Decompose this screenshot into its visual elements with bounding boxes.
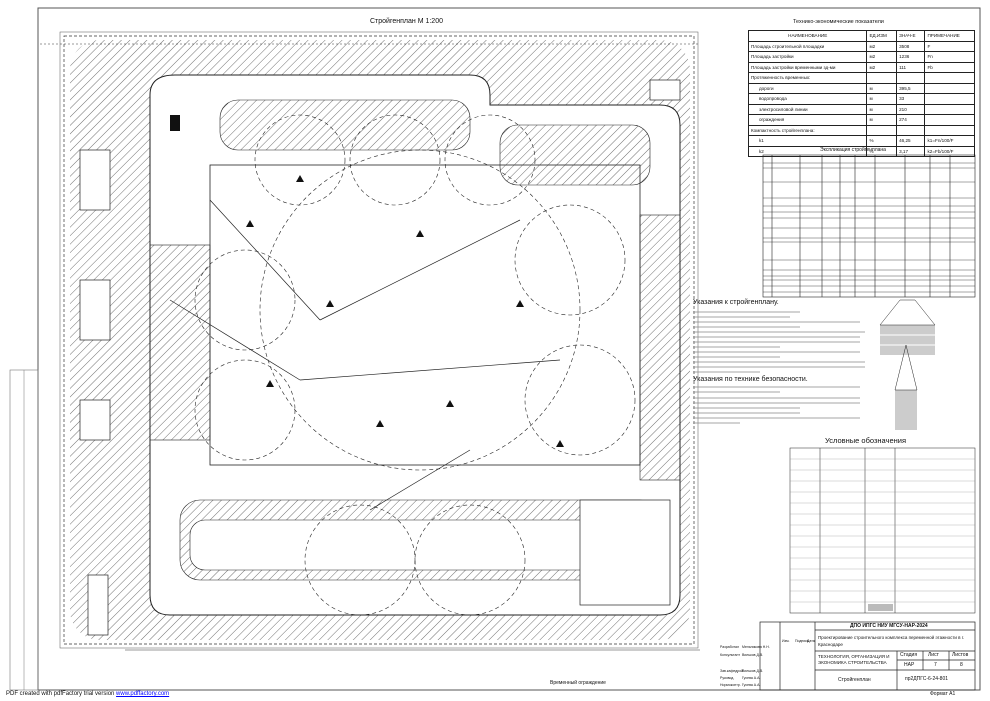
explication-table — [762, 154, 976, 298]
person-name: Мельникова Н.Н. — [742, 645, 770, 649]
detail-slab — [880, 325, 935, 355]
pdffactory-link[interactable]: www.pdffactory.com — [116, 691, 170, 697]
role-label: Руковод. — [720, 676, 735, 680]
legend-table — [789, 447, 976, 614]
plan-title: Стройгенплан М 1:200 — [370, 18, 443, 25]
sig-header: Подпись — [795, 639, 809, 643]
notes-text-lines — [693, 311, 865, 424]
title-block — [759, 621, 976, 691]
doc-number: пр2ДПГС-6-24-801 — [905, 676, 949, 682]
site-fence — [63, 35, 695, 645]
safety-title: Указания по технике безопасности. — [693, 376, 808, 383]
sig-header: Изм. — [782, 639, 790, 643]
legend-title: Условные обозначения — [825, 436, 907, 445]
warning-markers — [246, 175, 564, 447]
sheets-value: 8 — [960, 662, 963, 668]
project-name: Проектирование строительного комплекса п… — [818, 635, 965, 647]
role-label: Разработал — [720, 645, 740, 649]
person-name: Гусева А.А. — [742, 683, 761, 687]
table-row: Компактность стройгенплана: — [747, 124, 975, 136]
doc-code: ДПО ИПГС НИУ МГСУ-НАР-2024 — [850, 623, 928, 629]
format-label: Формат А1 — [930, 691, 956, 697]
sheets-header: Листов — [952, 652, 969, 658]
notes-title: Указания к стройгенплану. — [693, 299, 779, 306]
person-name: Вильков Д.В. — [742, 653, 764, 657]
stage-value: НАР — [904, 662, 915, 668]
role-label: Консультант — [720, 653, 740, 657]
sheet-header: Лист — [928, 652, 939, 658]
table-row: Протяженность временных: — [747, 72, 975, 84]
footer-text: PDF created with pdfFactory trial versio… — [6, 691, 117, 697]
explication-rows — [763, 162, 975, 293]
sig-header: Дата — [807, 639, 815, 643]
crane-zones — [194, 114, 636, 616]
pdf-footer: PDF created with pdfFactory trial versio… — [6, 691, 169, 697]
sheet-name: Стройгенплан — [838, 677, 871, 683]
tep-title: Технико-экономические показатели — [793, 19, 884, 25]
role-label: Зав.кафедрой — [720, 669, 744, 673]
person-name: Вильков Д.В. — [742, 669, 764, 673]
fence-note: Временный ограждение — [550, 680, 606, 686]
stage-header: Стадия — [900, 652, 918, 658]
discipline: ТЕХНОЛОГИЯ, ОРГАНИЗАЦИЯ И ЭКОНОМИКА СТРО… — [818, 654, 890, 665]
person-name: Гусева А.А. — [742, 676, 761, 680]
role-label: Нормоконтр. — [720, 683, 741, 687]
explication-title: Экспликация стройгенплана — [820, 147, 886, 153]
sheet-value: 7 — [934, 662, 937, 668]
